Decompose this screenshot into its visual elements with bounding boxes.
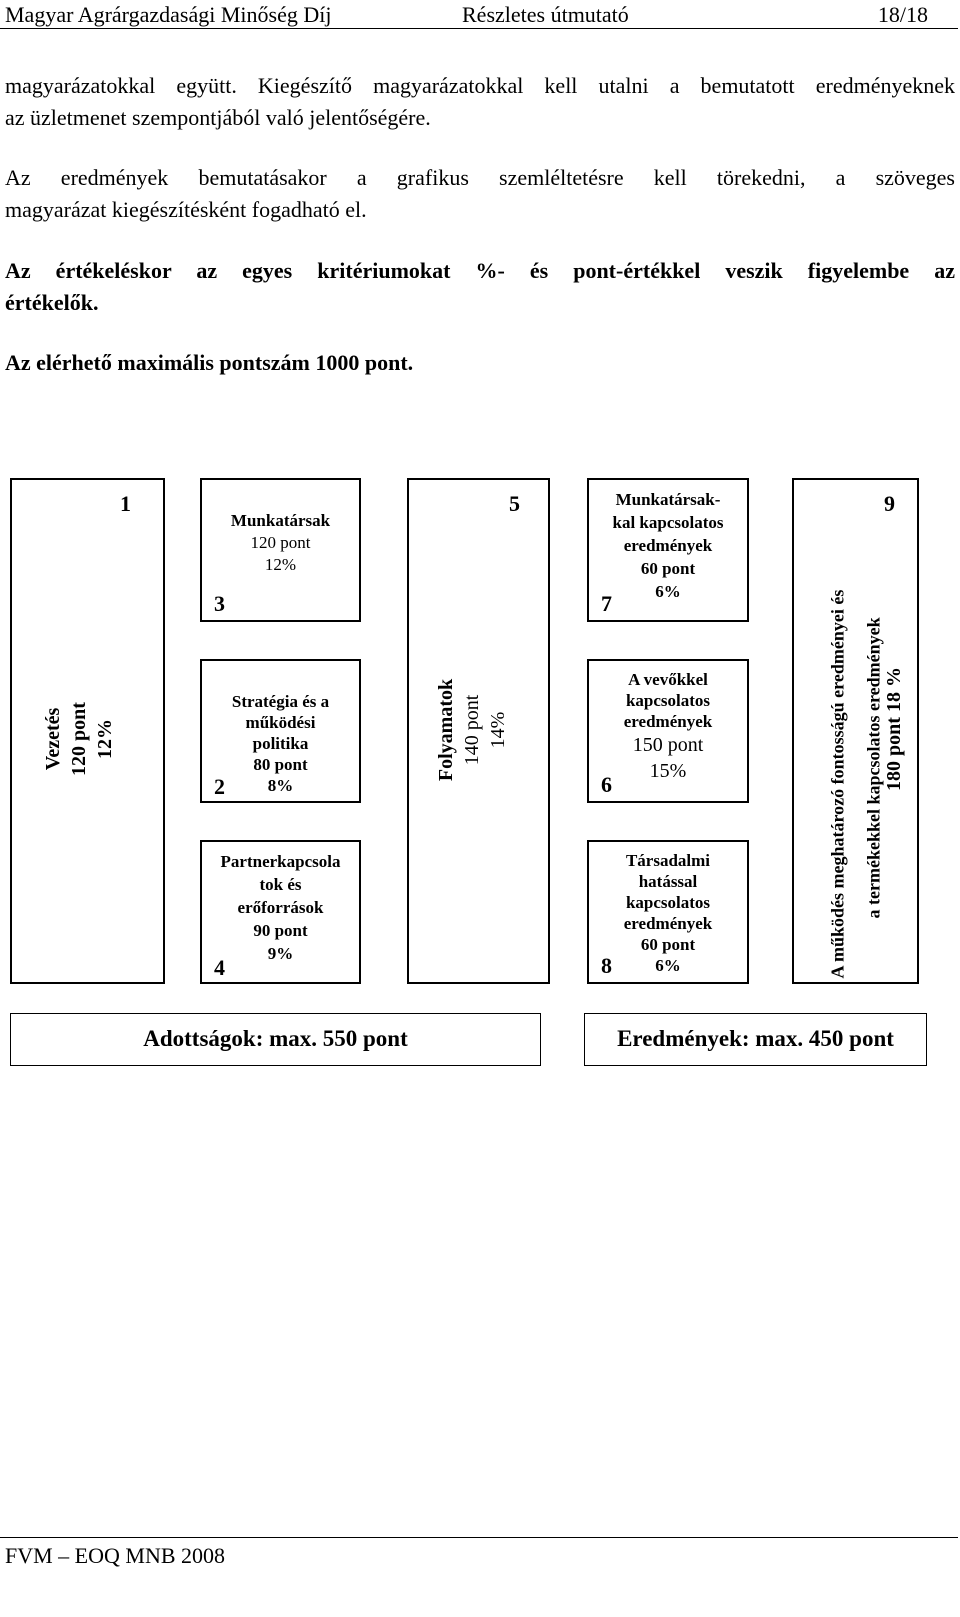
- criterion-2-percent: 8%: [267, 776, 294, 795]
- criterion-7-text: Munkatársak- kal kapcsolatos eredmények …: [589, 488, 747, 603]
- paragraph-3: Az értékeléskor az egyes kritériumokat %…: [5, 255, 955, 319]
- paragraph-1-line-1: magyarázatokkal együtt. Kiegészítő magya…: [5, 73, 955, 98]
- paragraph-4: Az elérhető maximális pontszám 1000 pont…: [5, 347, 955, 379]
- paragraph-1-line-2: az üzletmenet szempontjából való jelentő…: [5, 105, 431, 130]
- criterion-2-points: 80 pont: [253, 755, 308, 774]
- header-title: Magyar Agrárgazdasági Minőség Díj: [5, 2, 332, 27]
- page-number: 18/18: [877, 2, 928, 27]
- paragraph-2: Az eredmények bemutatásakor a grafikus s…: [5, 162, 955, 226]
- criterion-2-number: 2: [214, 774, 225, 799]
- paragraph-1: magyarázatokkal együtt. Kiegészítő magya…: [5, 70, 955, 134]
- page-footer: FVM – EOQ MNB 2008: [5, 1543, 226, 1568]
- header-rule: [0, 28, 958, 29]
- criterion-5-box: 5 Folyamatok 140 pont 14%: [407, 478, 550, 984]
- enablers-summary: Adottságok: max. 550 pont: [10, 1013, 541, 1066]
- criterion-2-title-1: Stratégia és a: [231, 692, 330, 711]
- criterion-8-percent: 6%: [655, 956, 681, 975]
- criterion-5-percent: 14%: [487, 711, 509, 749]
- criterion-8-title-1: Társadalmi: [625, 851, 711, 870]
- criterion-5-number: 5: [509, 491, 520, 516]
- page-header: Magyar Agrárgazdasági Minőség Díj Részle…: [0, 0, 960, 28]
- criterion-4-number: 4: [214, 955, 225, 980]
- max-score-line: Az elérhető maximális pontszám 1000 pont…: [5, 350, 414, 375]
- criterion-9-box: 9 A működés meghatározó fontosságú eredm…: [792, 478, 919, 984]
- criterion-3-title: Munkatársak: [230, 511, 331, 530]
- criterion-4-title-3: erőforrások: [237, 898, 324, 917]
- footer-rule: [0, 1537, 958, 1538]
- criterion-4-text: Partnerkapcsola tok és erőforrások 90 po…: [202, 850, 359, 965]
- criterion-8-points: 60 pont: [640, 935, 696, 954]
- criterion-9-score: 180 pont 18 %: [883, 667, 905, 791]
- criterion-1-title: Vezetés: [42, 707, 64, 771]
- criterion-7-points: 60 pont: [640, 559, 696, 578]
- header-subtitle: Részletes útmutató: [462, 2, 629, 27]
- criterion-9-title-1: A működés meghatározó fontosságú eredmén…: [827, 589, 848, 979]
- criterion-3-box: Munkatársak 120 pont 12% 3: [200, 478, 361, 622]
- criterion-8-title-2: hatással: [638, 872, 698, 891]
- criterion-6-points: 150 pont: [632, 734, 704, 756]
- criterion-6-title-2: kapcsolatos: [625, 691, 711, 710]
- criterion-4-percent: 9%: [267, 944, 294, 963]
- criterion-6-text: A vevőkkel kapcsolatos eredmények 150 po…: [589, 669, 747, 784]
- criterion-7-box: Munkatársak- kal kapcsolatos eredmények …: [587, 478, 749, 622]
- paragraph-2-line-1: Az eredmények bemutatásakor a grafikus s…: [5, 165, 955, 190]
- criterion-6-title-3: eredmények: [623, 712, 713, 731]
- criterion-1-number: 1: [120, 491, 131, 516]
- criterion-6-number: 6: [601, 772, 612, 797]
- criterion-7-percent: 6%: [655, 582, 681, 601]
- criterion-6-title-1: A vevőkkel: [628, 670, 708, 689]
- criterion-1-box: 1 Vezetés 120 pont 12%: [10, 478, 165, 984]
- criterion-1-text: Vezetés 120 pont 12%: [40, 664, 120, 814]
- criterion-4-title-2: tok és: [259, 875, 302, 894]
- criterion-5-title: Folyamatok: [435, 678, 457, 782]
- paragraph-3-line-1: Az értékeléskor az egyes kritériumokat %…: [5, 258, 955, 283]
- criterion-5-text: Folyamatok 140 pont 14%: [433, 650, 513, 810]
- criterion-7-title-1: Munkatársak-: [615, 490, 721, 509]
- criterion-8-box: Társadalmi hatással kapcsolatos eredmény…: [587, 840, 749, 984]
- criterion-4-box: Partnerkapcsola tok és erőforrások 90 po…: [200, 840, 361, 984]
- paragraph-2-line-2: magyarázat kiegészítésként fogadható el.: [5, 197, 367, 222]
- criterion-7-title-2: kal kapcsolatos: [612, 513, 724, 532]
- criterion-3-number: 3: [214, 591, 225, 616]
- criterion-6-percent: 15%: [649, 760, 687, 782]
- criterion-4-title-1: Partnerkapcsola: [220, 852, 341, 871]
- paragraph-3-line-2: értékelők.: [5, 290, 99, 315]
- criterion-8-title-3: kapcsolatos: [625, 893, 711, 912]
- criterion-1-percent: 12%: [94, 719, 116, 759]
- criterion-8-text: Társadalmi hatással kapcsolatos eredmény…: [589, 850, 747, 976]
- criterion-2-text: Stratégia és a működési politika 80 pont…: [202, 691, 359, 796]
- criterion-2-box: Stratégia és a működési politika 80 pont…: [200, 659, 361, 803]
- criterion-3-text: Munkatársak 120 pont 12%: [202, 510, 359, 576]
- criterion-3-percent: 12%: [264, 555, 297, 574]
- criterion-9-number: 9: [884, 491, 895, 516]
- criterion-2-title-3: politika: [252, 734, 309, 753]
- criterion-8-number: 8: [601, 953, 612, 978]
- criterion-7-title-3: eredmények: [623, 536, 713, 555]
- criterion-3-points: 120 pont: [250, 533, 311, 552]
- criterion-7-number: 7: [601, 591, 612, 616]
- criterion-2-title-2: működési: [245, 713, 316, 732]
- criterion-4-points: 90 pont: [253, 921, 308, 940]
- results-summary: Eredmények: max. 450 pont: [584, 1013, 927, 1066]
- criterion-6-box: A vevőkkel kapcsolatos eredmények 150 po…: [587, 659, 749, 803]
- criterion-8-title-4: eredmények: [623, 914, 713, 933]
- criterion-1-points: 120 pont: [68, 702, 90, 776]
- criterion-5-points: 140 pont: [461, 694, 483, 766]
